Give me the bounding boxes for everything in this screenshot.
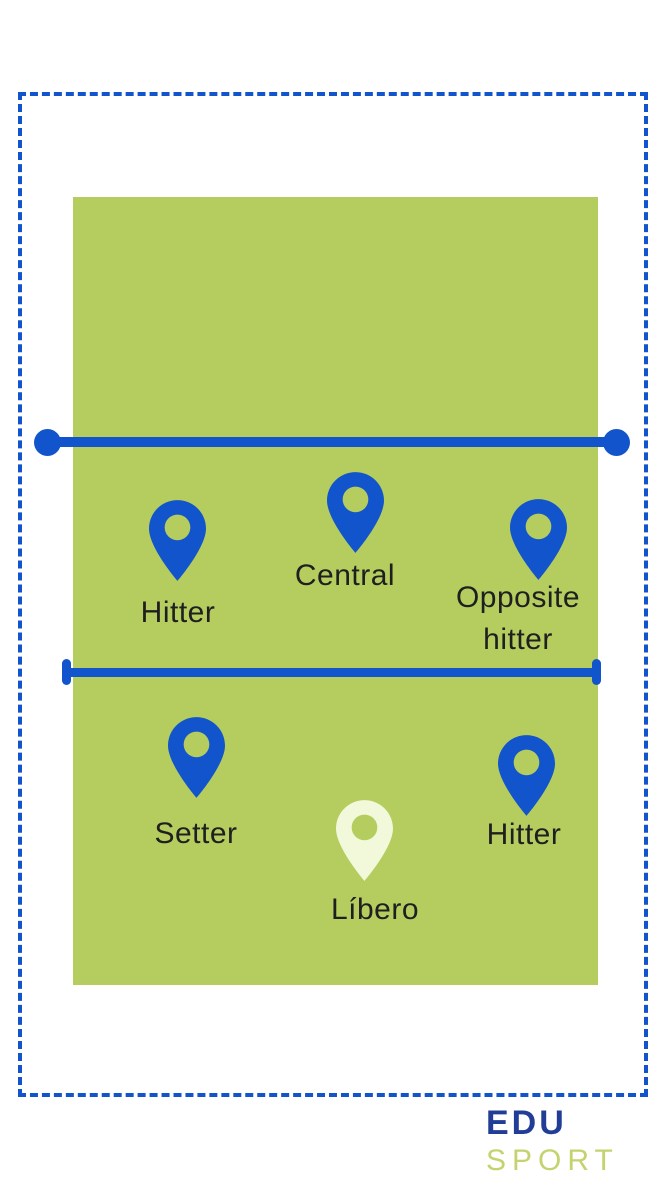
net-line [47,437,617,447]
map-pin-icon [149,500,206,581]
edu-sport-logo: EDU SPORT [486,1106,619,1176]
position-marker-libero [336,798,393,883]
net-endpoint-right-icon [603,429,630,456]
attack-line [66,668,596,677]
map-pin-icon [510,499,567,580]
position-label-opposite-hitter: Opposite hitter [455,581,581,656]
logo-edu-text: EDU [486,1104,567,1142]
attack-line-cap-left [62,659,71,685]
outer-dashed-border [18,92,648,1097]
volleyball-court [73,197,598,985]
map-pin-icon [336,800,393,881]
position-marker-hitter-back [498,733,555,818]
position-label-central: Central [294,559,396,592]
map-pin-icon [168,717,225,798]
position-label-setter: Setter [154,817,238,850]
map-pin-icon [498,735,555,816]
position-label-libero: Líbero [330,893,420,926]
position-label-hitter-front: Hitter [140,596,216,629]
logo-sport-text: SPORT [486,1144,619,1177]
position-marker-central [327,470,384,555]
map-pin-icon [327,472,384,553]
position-marker-setter [168,715,225,800]
position-marker-opposite-hitter [510,497,567,582]
position-label-hitter-back: Hitter [486,818,562,851]
attack-line-cap-right [592,659,601,685]
position-marker-hitter-front [149,498,206,583]
net-endpoint-left-icon [34,429,61,456]
